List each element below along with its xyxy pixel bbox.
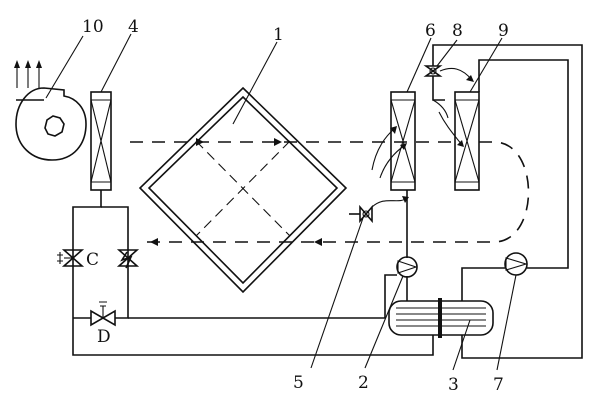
coil-9 — [454, 91, 480, 191]
valve-5 — [359, 204, 373, 224]
label-exchanger: 3 — [448, 375, 459, 395]
compressor — [504, 252, 528, 276]
valve-8 — [423, 65, 443, 77]
valve-c — [57, 249, 85, 267]
fan — [14, 60, 87, 161]
label-valve-c: C — [86, 250, 99, 270]
airflow-arrows-icon — [14, 60, 42, 88]
label-coil-6: 6 — [425, 21, 436, 41]
refrigerant-piping — [72, 44, 583, 359]
leader-lines — [45, 33, 517, 371]
label-valve-5: 5 — [293, 373, 304, 393]
airflow-path — [130, 138, 530, 246]
coil-6 — [390, 91, 416, 191]
exchanger — [388, 298, 494, 338]
label-valve-d: D — [97, 327, 111, 347]
label-heat-exchanger-core: 1 — [273, 25, 284, 45]
solenoid-valve — [116, 249, 140, 269]
condenser-coil — [90, 91, 112, 191]
label-valve-8: 8 — [452, 21, 463, 41]
label-compressor: 7 — [493, 375, 504, 395]
heat-exchanger-core — [138, 86, 348, 294]
evaporator-pump — [396, 256, 418, 278]
label-coil-9: 9 — [498, 21, 509, 41]
valve-d — [90, 301, 116, 327]
label-fan: 10 — [82, 17, 104, 37]
flow-arrows — [371, 67, 474, 208]
label-condenser-coil: 4 — [128, 17, 139, 37]
label-evaporator: 2 — [358, 373, 369, 393]
